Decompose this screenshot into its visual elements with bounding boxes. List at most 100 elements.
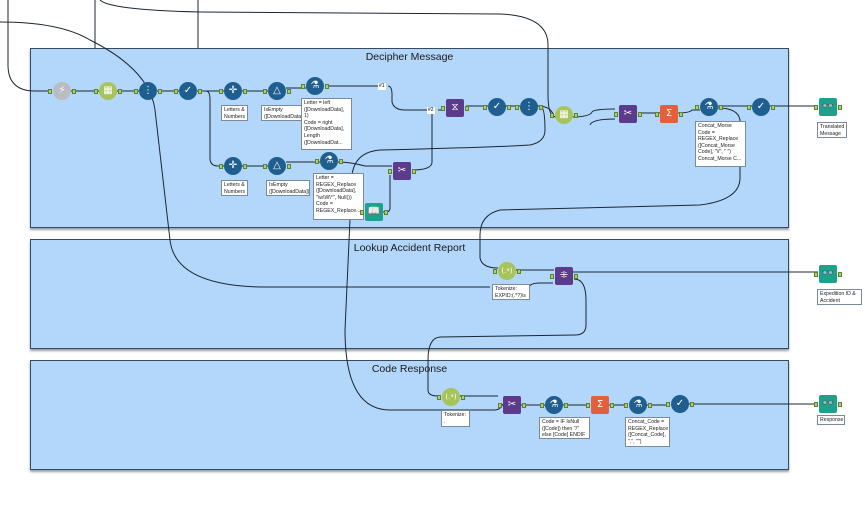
- text-input-book-tool[interactable]: 📖: [365, 203, 383, 221]
- output-anchor[interactable]: [517, 269, 521, 274]
- output-anchor[interactable]: [564, 403, 568, 408]
- output-anchor[interactable]: [461, 395, 465, 400]
- input-anchor[interactable]: [814, 105, 818, 110]
- output-anchor[interactable]: [287, 89, 291, 94]
- join-tool[interactable]: ✂: [619, 105, 637, 123]
- text-input-tool[interactable]: ▦: [99, 82, 117, 100]
- select-tool[interactable]: ✓: [179, 82, 197, 100]
- input-anchor[interactable]: [263, 164, 267, 169]
- join-tool[interactable]: ✂: [503, 396, 521, 414]
- browse-tool[interactable]: 👓: [819, 98, 837, 116]
- output-anchor[interactable]: [574, 113, 578, 118]
- checkmark-icon: ✓: [756, 101, 766, 112]
- output-anchor[interactable]: [574, 274, 578, 279]
- input-anchor[interactable]: [814, 402, 818, 407]
- input-anchor[interactable]: [315, 159, 319, 164]
- input-anchor[interactable]: [483, 105, 487, 110]
- select-tool[interactable]: ✓: [671, 395, 689, 413]
- input-anchor[interactable]: [540, 403, 544, 408]
- multi-row-formula-tool[interactable]: ✛: [224, 157, 242, 175]
- input-anchor[interactable]: [388, 169, 392, 174]
- output-anchor[interactable]: [287, 164, 291, 169]
- output-anchor[interactable]: [610, 403, 614, 408]
- formula-tool[interactable]: ⚗: [306, 77, 324, 95]
- input-anchor[interactable]: [174, 89, 178, 94]
- input-anchor[interactable]: [437, 395, 441, 400]
- output-anchor[interactable]: [679, 112, 683, 117]
- regex-tool[interactable]: (.*): [498, 262, 516, 280]
- formula-tool[interactable]: ⚗: [320, 152, 338, 170]
- input-anchor[interactable]: [263, 89, 267, 94]
- input-anchor[interactable]: [134, 89, 138, 94]
- formula-tool[interactable]: ⚗: [629, 396, 647, 414]
- record-id-tool[interactable]: ⋮: [520, 98, 538, 116]
- input-anchor[interactable]: [814, 272, 818, 277]
- input-anchor[interactable]: [550, 113, 554, 118]
- find-replace-tool[interactable]: ⁜: [555, 267, 573, 285]
- input-anchor[interactable]: [94, 89, 98, 94]
- container-code-response[interactable]: Code Response: [30, 360, 789, 470]
- input-anchor[interactable]: [219, 164, 223, 169]
- output-anchor[interactable]: [838, 272, 842, 277]
- output-anchor[interactable]: [539, 105, 543, 110]
- input-anchor[interactable]: [515, 105, 519, 110]
- input-anchor[interactable]: [550, 274, 554, 279]
- input-anchor[interactable]: [493, 269, 497, 274]
- output-anchor[interactable]: [648, 403, 652, 408]
- filter-tool[interactable]: △: [268, 157, 286, 175]
- input-anchor[interactable]: [655, 112, 659, 117]
- output-anchor[interactable]: [690, 402, 694, 407]
- output-anchor[interactable]: [384, 210, 388, 215]
- input-anchor[interactable]: [498, 403, 502, 408]
- output-anchor[interactable]: [465, 106, 469, 111]
- container-decipher-message[interactable]: Decipher Message: [30, 48, 789, 228]
- output-anchor[interactable]: [838, 402, 842, 407]
- input-anchor[interactable]: [586, 403, 590, 408]
- output-anchor[interactable]: [339, 159, 343, 164]
- input-anchor[interactable]: [614, 112, 618, 117]
- input-anchor[interactable]: [695, 105, 699, 110]
- input-data-tool[interactable]: ⚡: [53, 82, 71, 100]
- output-anchor[interactable]: [243, 164, 247, 169]
- formula-tool[interactable]: ⚗: [545, 396, 563, 414]
- input-anchor[interactable]: [624, 403, 628, 408]
- output-anchor[interactable]: [243, 89, 247, 94]
- input-anchor[interactable]: [747, 105, 751, 110]
- summarize-tool[interactable]: Σ: [591, 396, 609, 414]
- output-anchor[interactable]: [507, 105, 511, 110]
- browse-tool[interactable]: 👓: [819, 395, 837, 413]
- select-tool[interactable]: ✓: [752, 98, 770, 116]
- output-anchor[interactable]: [118, 89, 122, 94]
- output-anchor[interactable]: [838, 105, 842, 110]
- input-anchor[interactable]: [360, 210, 364, 215]
- input-anchor[interactable]: [48, 89, 52, 94]
- regex-tool[interactable]: (.*): [442, 388, 460, 406]
- input-anchor[interactable]: [666, 402, 670, 407]
- input-anchor[interactable]: [441, 106, 445, 111]
- input-anchor[interactable]: [219, 89, 223, 94]
- browse-tool[interactable]: 👓: [819, 265, 837, 283]
- output-anchor[interactable]: [325, 84, 329, 89]
- output-anchor[interactable]: [638, 112, 642, 117]
- crosshair-icon: ✛: [228, 85, 238, 96]
- output-anchor[interactable]: [198, 89, 202, 94]
- input-anchor[interactable]: [301, 84, 305, 89]
- join-tool[interactable]: ✂: [393, 162, 411, 180]
- formula-tool[interactable]: ⚗: [700, 98, 718, 116]
- output-anchor[interactable]: [412, 169, 416, 174]
- select-tool[interactable]: ✓: [488, 98, 506, 116]
- text-input-tool[interactable]: ▦: [555, 106, 573, 124]
- output-anchor[interactable]: [158, 89, 162, 94]
- record-id-tool[interactable]: ⋮: [139, 82, 157, 100]
- output-anchor[interactable]: [771, 105, 775, 110]
- output-anchor[interactable]: [719, 105, 723, 110]
- output-anchor[interactable]: [72, 89, 76, 94]
- container-lookup-accident-report[interactable]: Lookup Accident Report: [30, 239, 789, 349]
- output-anchor[interactable]: [522, 403, 526, 408]
- union-tool[interactable]: ⧖: [446, 99, 464, 117]
- multi-row-formula-tool[interactable]: ✛: [224, 82, 242, 100]
- summarize-tool[interactable]: Σ: [660, 105, 678, 123]
- table-icon: ▦: [103, 85, 113, 96]
- filter-tool[interactable]: △: [268, 82, 286, 100]
